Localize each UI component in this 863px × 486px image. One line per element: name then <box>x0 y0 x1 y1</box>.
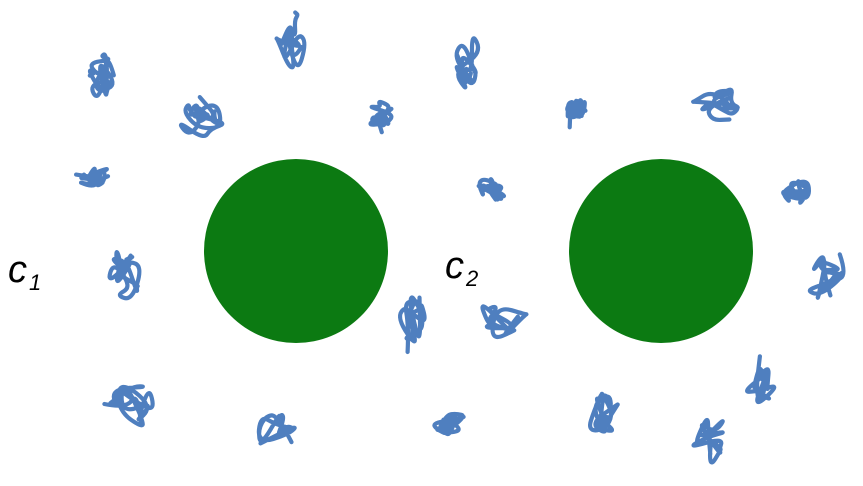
polymer-coil-18 <box>587 391 620 434</box>
polymer-coil-9 <box>476 177 507 202</box>
colloid-sphere-1 <box>204 159 388 343</box>
label-c1-base: c <box>8 249 27 291</box>
polymer-coil-16 <box>256 412 297 446</box>
polymer-coil-5 <box>368 99 394 135</box>
label-c2-subscript: 2 <box>465 266 478 291</box>
colloid-sphere-2 <box>569 159 753 343</box>
label-c1-subscript: 1 <box>29 270 41 295</box>
polymer-coil-15 <box>102 384 155 428</box>
label-c2-base: c <box>445 245 464 287</box>
polymer-coil-8 <box>74 166 111 188</box>
polymer-coil-7 <box>691 87 740 123</box>
polymer-coil-12 <box>807 252 846 300</box>
polymer-coil-4 <box>178 95 225 139</box>
polymer-coil-6 <box>565 98 588 130</box>
label-c1: c1 <box>8 249 41 295</box>
polymer-coil-20 <box>691 418 725 465</box>
polymer-coil-11 <box>107 250 142 301</box>
polymer-coil-14 <box>480 304 529 340</box>
colloid-layer <box>204 159 753 343</box>
polymer-coil-13 <box>398 295 427 355</box>
polymer-coil-19 <box>745 354 777 405</box>
polymer-coil-3 <box>454 36 481 90</box>
polymer-coil-1 <box>87 52 116 98</box>
polymer-coil-layer <box>74 10 846 465</box>
label-c2: c2 <box>445 245 478 291</box>
polymer-coil-17 <box>432 411 466 437</box>
polymer-coil-2 <box>274 10 307 70</box>
polymer-coil-10 <box>781 179 812 205</box>
